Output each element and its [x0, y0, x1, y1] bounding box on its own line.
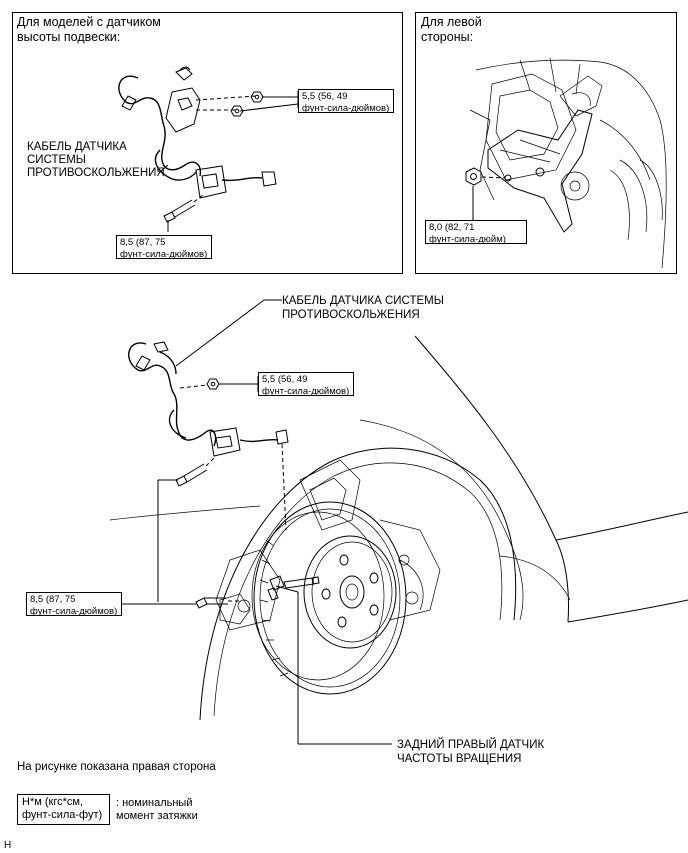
inset-right-torque-line2: фунт-сила-дюйм) [429, 233, 506, 245]
inset-left-cable-label-line3: ПРОТИВОСКОЛЬЖЕНИЯ [27, 167, 165, 179]
inset-left-nut-torque-line2: фунт-сила-дюймов) [302, 102, 390, 114]
inset-right-title-line2: стороны: [421, 30, 474, 44]
legend-desc-line1: : номинальный [116, 797, 193, 809]
main-sensor-label-line1: ЗАДНИЙ ПРАВЫЙ ДАТЧИК [397, 739, 545, 751]
inset-left-title-line1: Для моделей с датчиком [17, 15, 161, 29]
inset-left-cable-label-line1: КАБЕЛЬ ДАТЧИКА [27, 141, 127, 153]
main-nut-torque-line2: фунт-сила-дюймов) [262, 385, 350, 397]
main-bolt-torque-box: 8,5 (87, 75 фунт-сила-дюймов) [26, 592, 122, 617]
main-nut-torque-box: 5,5 (56, 49 фунт-сила-дюймов) [258, 372, 354, 397]
main-sensor-label-line2: ЧАСТОТЫ ВРАЩЕНИЯ [397, 753, 522, 765]
main-bolt-torque-line2: фунт-сила-дюймов) [30, 605, 118, 617]
inset-right-torque-box: 8,0 (82, 71 фунт-сила-дюйм) [425, 220, 527, 245]
main-cable-label-line1: КАБЕЛЬ ДАТЧИКА СИСТЕМЫ [282, 295, 444, 307]
inset-left-bolt-torque-box: 8,5 (87, 75 фунт-сила-дюймов) [116, 235, 212, 260]
legend-unit-line2: фунт-сила-фут) [22, 809, 103, 821]
inset-right-torque-line1: 8,0 (82, 71 [429, 222, 475, 233]
main-bolt-torque-line1: 8,5 (87, 75 [30, 594, 76, 605]
inset-left-nut-torque-line1: 5,5 (56, 49 [302, 91, 348, 102]
inset-right-title-line1: Для левой [421, 15, 482, 29]
inset-left-bolt-torque-line2: фунт-сила-дюймов) [120, 248, 208, 260]
inset-left-nut-torque-box: 5,5 (56, 49 фунт-сила-дюймов) [298, 89, 394, 114]
inset-left-bolt-torque-line1: 8,5 (87, 75 [120, 237, 166, 248]
legend-desc-line2: момент затяжки [116, 810, 198, 822]
figure-caption: На рисунке показана правая сторона [17, 761, 216, 773]
legend-unit-box: Н*м (кгс*см, фунт-сила-фут) [17, 794, 110, 825]
inset-left-cable-label-line2: СИСТЕМЫ [27, 154, 86, 166]
main-cable-label-line2: ПРОТИВОСКОЛЬЖЕНИЯ [282, 309, 420, 321]
inset-panel-suspension-height-sensor [12, 12, 403, 274]
main-nut-torque-line1: 5,5 (56, 49 [262, 374, 308, 385]
corner-mark: H [4, 840, 12, 851]
inset-left-title-line2: высоты подвески: [17, 30, 121, 44]
legend-unit-line1: Н*м (кгс*см, [22, 796, 83, 808]
